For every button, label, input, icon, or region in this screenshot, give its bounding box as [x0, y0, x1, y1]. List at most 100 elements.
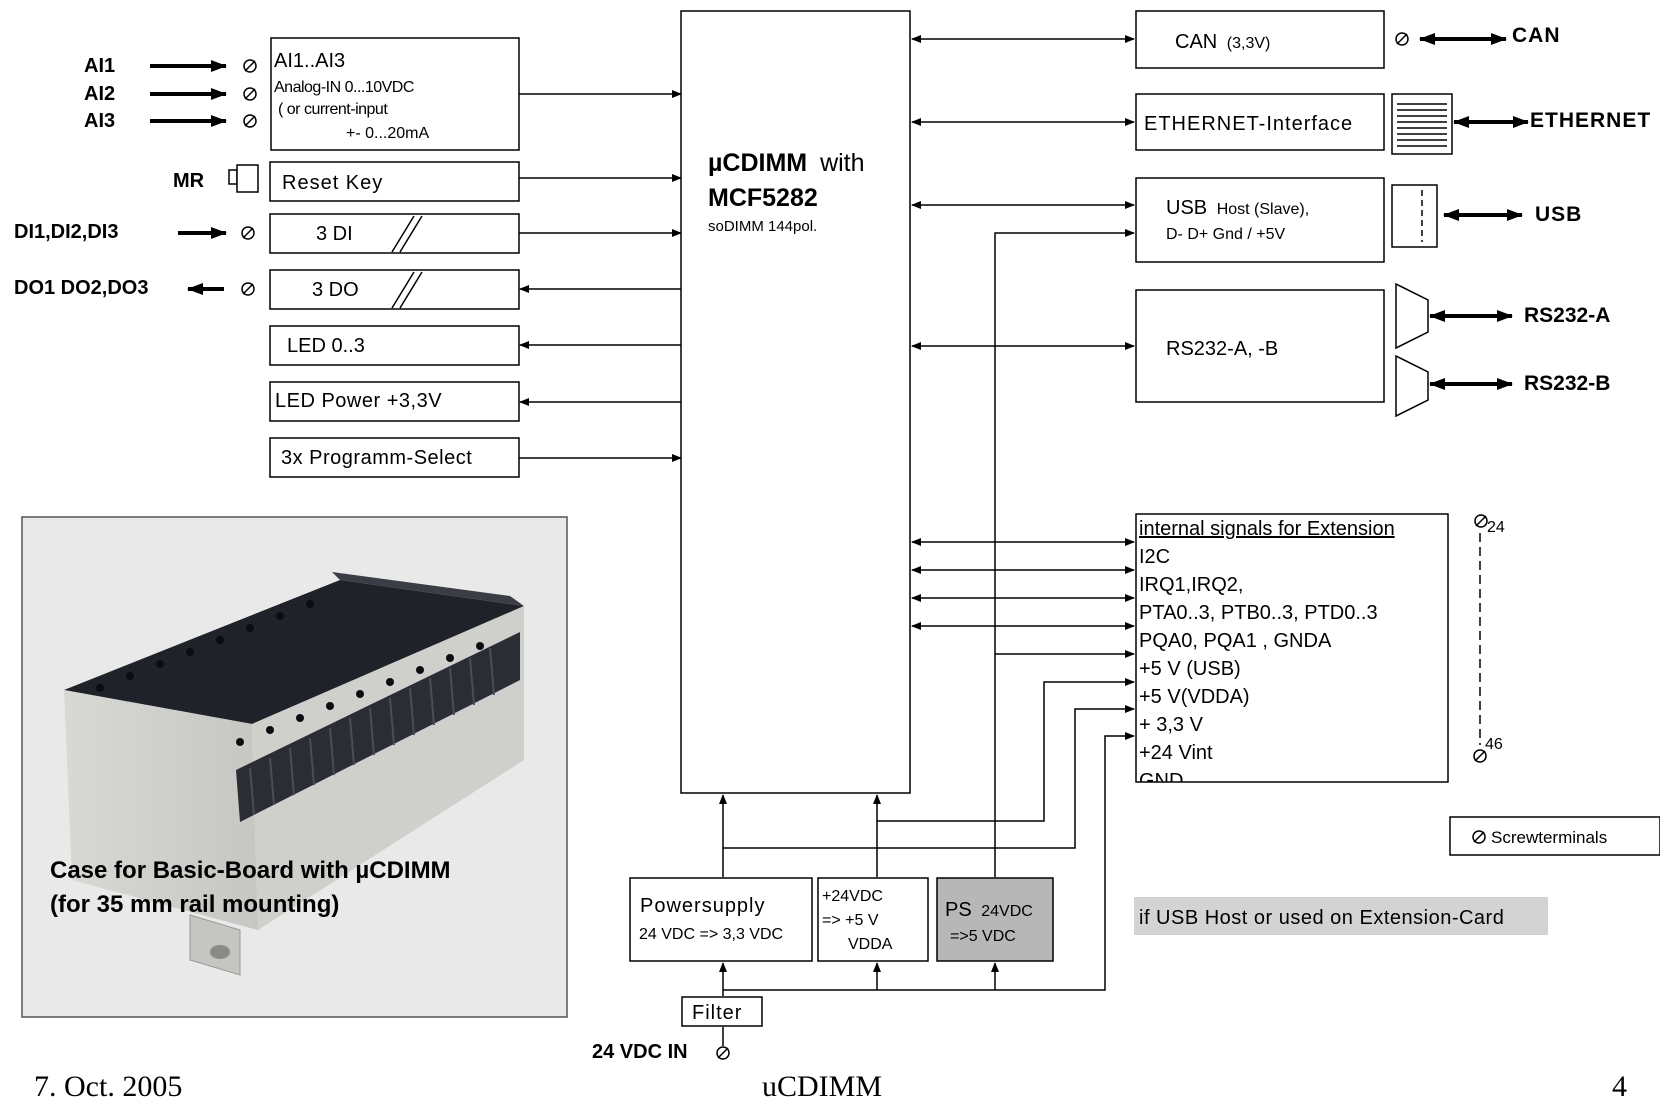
ai-line2: ( or current-input — [278, 101, 388, 118]
block-usb — [1135, 177, 1385, 263]
output-rs232b: RS232-B — [1524, 372, 1610, 395]
pin-start: 24 — [1487, 519, 1505, 536]
footer-title: uCDIMM — [762, 1070, 882, 1100]
input-labels: AI1 AI2 AI3 MR DI1,DI2,DI3 DO1 DO2,DO3 — [14, 55, 205, 299]
extension-signal: +5 V (USB) — [1139, 658, 1241, 680]
output-can: CAN — [1512, 24, 1561, 47]
screw-terminal-icon — [1474, 514, 1488, 528]
input-arrows — [150, 60, 227, 295]
left-connections — [519, 90, 682, 462]
pin-range: 24 46 — [1473, 514, 1505, 763]
output-labels: CAN ETHERNET USB RS232-A RS232-B — [1512, 24, 1650, 395]
extension-signal: PQA0, PQA1 , GNDA — [1139, 630, 1332, 652]
rs232-block-label: RS232-A, -B — [1166, 338, 1278, 360]
label-di: DI1,DI2,DI3 — [14, 221, 118, 243]
label-mr: MR — [173, 170, 205, 192]
legend-screwterminals-label: Screwterminals — [1491, 828, 1607, 847]
block-can — [1135, 10, 1385, 69]
ps1-line1: Powersupply — [640, 895, 766, 917]
block-led — [269, 325, 520, 366]
reset-key-icon — [228, 164, 259, 193]
footer: 7. Oct. 2005 uCDIMM 4 — [34, 1070, 1627, 1103]
ps3-line2: =>5 VDC — [950, 928, 1016, 945]
cpu-name-line: µCDIMM with — [708, 149, 865, 177]
block-filter — [681, 996, 763, 1027]
rs232b-connector-icon — [1395, 354, 1429, 418]
label-ai1: AI1 — [84, 55, 115, 77]
bus-slash-marks — [391, 215, 423, 309]
photo-caption-line1: Case for Basic-Board with µCDIMM — [50, 857, 451, 884]
case-illustration — [64, 572, 524, 976]
usb-note: if USB Host or used on Extension-Card — [1134, 897, 1548, 935]
label-ai3: AI3 — [84, 110, 115, 132]
can-main: CAN — [1175, 31, 1217, 53]
cpu-socket: soDIMM 144pol. — [708, 218, 817, 235]
block-ethernet — [1135, 93, 1385, 151]
extension-signal: IRQ1,IRQ2, — [1139, 574, 1243, 596]
sub-d-connector-icons — [1395, 282, 1429, 418]
can-terminal-icon — [1395, 32, 1409, 46]
screw-terminal-icon — [241, 282, 255, 296]
cpu-labels: µCDIMM with MCF5282 soDIMM 144pol. — [708, 149, 865, 235]
screw-terminals-left — [241, 59, 257, 296]
can-block-label: CAN (3,3V) — [1175, 31, 1270, 53]
usb-pins: D- D+ Gnd / +5V — [1166, 226, 1285, 243]
power-wiring — [719, 229, 1135, 1046]
extension-title: internal signals for Extension — [1139, 518, 1395, 540]
block-vdda — [817, 877, 929, 962]
prog-select-label: 3x Programm-Select — [281, 447, 472, 469]
screw-terminal-icon — [243, 114, 257, 128]
reset-label: Reset Key — [282, 172, 383, 194]
filter-label: Filter — [692, 1002, 742, 1024]
block-ps-5v — [936, 877, 1054, 962]
screw-terminal-icon — [241, 226, 255, 240]
cpu-block — [680, 10, 911, 794]
extension-signal: + 3,3 V — [1139, 714, 1204, 736]
extension-signal: I2C — [1139, 546, 1170, 568]
screw-terminal-icon — [1472, 830, 1486, 844]
extension-signal: +24 Vint — [1139, 742, 1213, 764]
rs232a-connector-icon — [1395, 282, 1429, 350]
cpu-chip: MCF5282 — [708, 184, 818, 212]
footer-date: 7. Oct. 2005 — [34, 1070, 182, 1100]
cpu-name: µCDIMM — [708, 149, 807, 177]
ps3-sub: 24VDC — [981, 903, 1033, 920]
output-rs232a: RS232-A — [1524, 304, 1610, 327]
usb-note-label: if USB Host or used on Extension-Card — [1139, 907, 1504, 929]
block-rs232 — [1135, 289, 1385, 403]
label-do: DO1 DO2,DO3 — [14, 277, 148, 299]
can-sub: (3,3V) — [1227, 35, 1271, 52]
ps2-line2: => +5 V — [822, 912, 879, 929]
output-arrows — [1419, 33, 1529, 390]
ethernet-jack-icon — [1391, 93, 1453, 155]
screw-terminal-icon — [243, 87, 257, 101]
usb-block-label: USB Host (Slave), — [1166, 197, 1309, 219]
ps1-line2: 24 VDC => 3,3 VDC — [639, 926, 783, 943]
block-reset — [269, 161, 520, 202]
led-power-label: LED Power +3,3V — [275, 390, 442, 412]
do-label: 3 DO — [312, 279, 359, 301]
block-ai — [270, 37, 520, 151]
label-ai2: AI2 — [84, 83, 115, 105]
ps3-main: PS — [945, 899, 972, 921]
legend-screwterminals: Screwterminals — [1449, 816, 1660, 856]
terminal-strip — [249, 647, 495, 816]
extension-signal: +5 V(VDDA) — [1139, 686, 1250, 708]
cpu-with: with — [819, 149, 864, 177]
right-block-frames — [1135, 10, 1449, 783]
photo-caption-line2: (for 35 mm rail mounting) — [50, 891, 339, 918]
right-connections — [911, 35, 1135, 630]
block-powersupply — [629, 877, 813, 962]
ai-line1: Analog-IN 0...10VDC — [274, 79, 414, 96]
block-led-power — [269, 381, 520, 422]
power-blocks: Powersupply 24 VDC => 3,3 VDC +24VDC => … — [592, 877, 1054, 1063]
extension-labels: internal signals for Extension I2C IRQ1,I… — [1139, 518, 1395, 782]
usb-port-icon — [1391, 184, 1438, 248]
screw-terminal-icon — [243, 59, 257, 73]
power-input-label: 24 VDC IN — [592, 1041, 688, 1063]
output-usb: USB — [1535, 203, 1582, 226]
footer-page: 4 — [1612, 1070, 1627, 1100]
